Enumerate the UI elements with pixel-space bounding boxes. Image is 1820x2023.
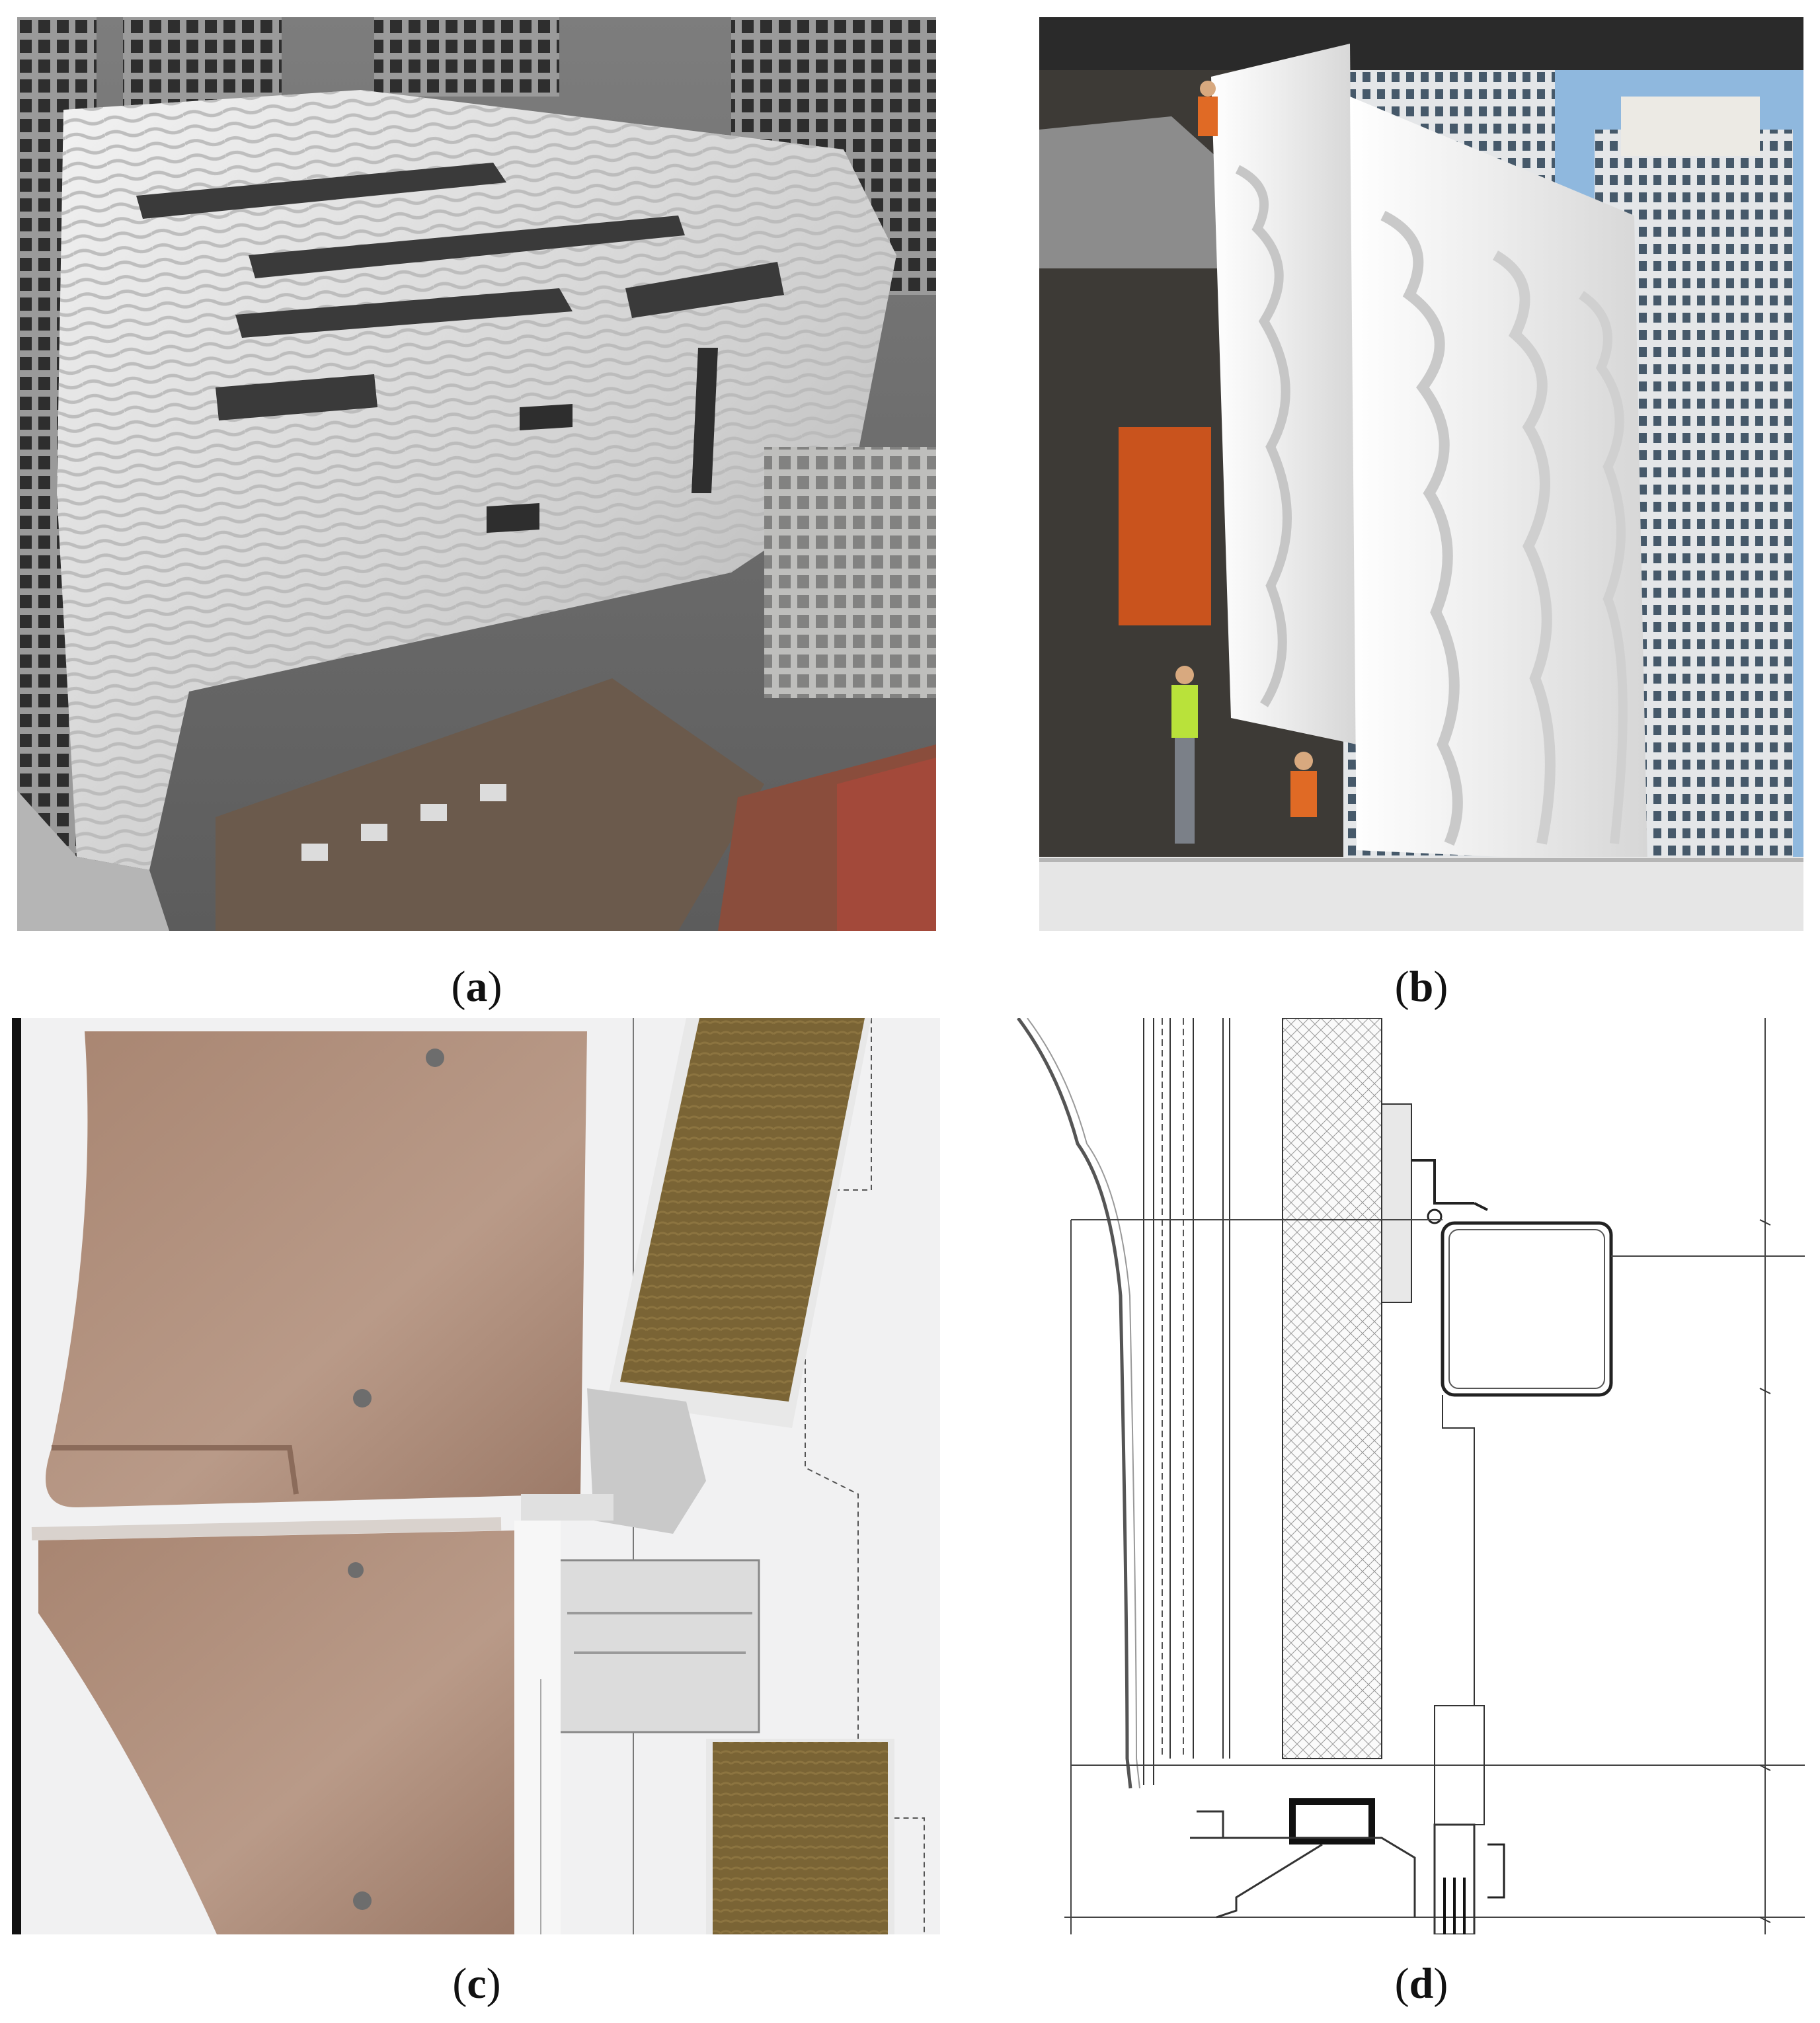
photo-panel-section-mockup	[12, 1018, 940, 1934]
drawing-panel-section-detail	[1011, 1018, 1805, 1934]
caption-a: (a)	[451, 963, 502, 1011]
caption-d: (d)	[1394, 1960, 1448, 2008]
photo-building-facade	[17, 17, 936, 931]
caption-c: (c)	[452, 1960, 501, 2008]
photo-panel-installation	[1039, 17, 1803, 931]
caption-b: (b)	[1394, 963, 1448, 1011]
